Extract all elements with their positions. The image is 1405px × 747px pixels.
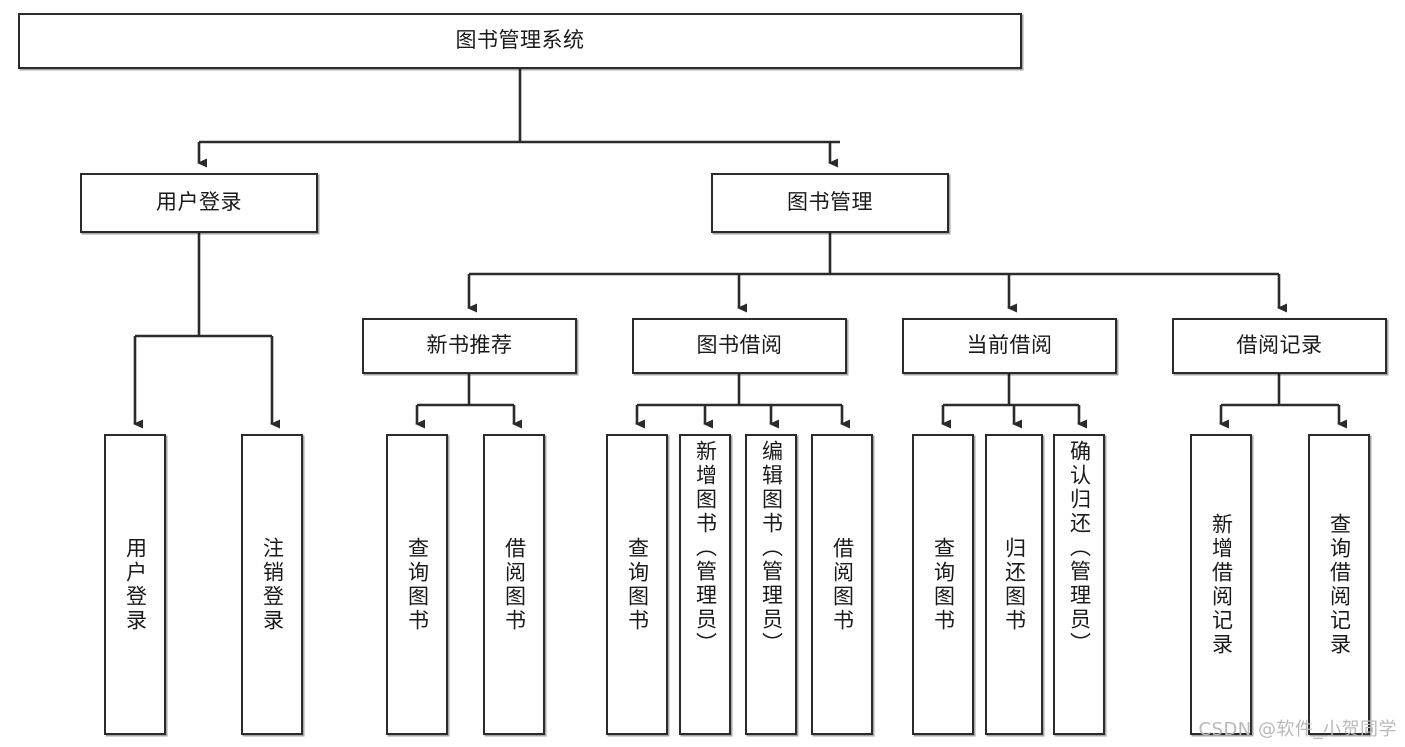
node-current-borrow[interactable]: 当前借阅 <box>902 318 1117 374</box>
node-root[interactable]: 图书管理系统 <box>18 13 1022 69</box>
leaf-query-book-borrow[interactable]: 查询图书 <box>606 434 668 735</box>
node-book-borrow-label: 图书借阅 <box>696 333 783 358</box>
leaf-user-login[interactable]: 用户登录 <box>104 434 166 735</box>
node-new-book-recommend-label: 新书推荐 <box>426 333 513 358</box>
leaf-logout-label: 注销登录 <box>260 536 285 633</box>
leaf-add-book-admin[interactable]: 新增图书（管理员） <box>679 434 731 735</box>
leaf-query-borrow-record[interactable]: 查询借阅记录 <box>1308 434 1370 735</box>
node-new-book-recommend[interactable]: 新书推荐 <box>362 318 577 374</box>
leaf-query-book-borrow-label: 查询图书 <box>625 536 650 633</box>
leaf-borrow-book-label: 借阅图书 <box>830 536 855 633</box>
leaf-query-book-newbook-label: 查询图书 <box>405 536 430 633</box>
leaf-return-book[interactable]: 归还图书 <box>985 434 1043 735</box>
leaf-user-login-label: 用户登录 <box>123 536 148 633</box>
node-user-login-label: 用户登录 <box>156 190 242 215</box>
leaf-return-book-label: 归还图书 <box>1002 536 1027 633</box>
leaf-edit-book-admin[interactable]: 编辑图书（管理员） <box>745 434 797 735</box>
leaf-confirm-return-admin[interactable]: 确认归还（管理员） <box>1053 434 1105 735</box>
node-book-borrow[interactable]: 图书借阅 <box>632 318 847 374</box>
leaf-borrow-book-newbook-label: 借阅图书 <box>502 536 527 633</box>
leaf-add-borrow-record[interactable]: 新增借阅记录 <box>1190 434 1252 735</box>
leaf-query-borrow-record-label: 查询借阅记录 <box>1327 512 1352 657</box>
leaf-logout[interactable]: 注销登录 <box>241 434 303 735</box>
node-root-label: 图书管理系统 <box>455 28 585 53</box>
node-user-login[interactable]: 用户登录 <box>80 173 318 233</box>
leaf-confirm-return-admin-label: 确认归还（管理员） <box>1067 440 1092 656</box>
node-current-borrow-label: 当前借阅 <box>966 333 1053 358</box>
leaf-add-book-admin-label: 新增图书（管理员） <box>693 440 718 656</box>
leaf-query-book-newbook[interactable]: 查询图书 <box>386 434 448 735</box>
leaf-borrow-book-newbook[interactable]: 借阅图书 <box>483 434 545 735</box>
node-borrow-record[interactable]: 借阅记录 <box>1172 318 1387 374</box>
leaf-query-book-current-label: 查询图书 <box>931 536 956 633</box>
leaf-query-book-current[interactable]: 查询图书 <box>912 434 974 735</box>
csdn-watermark: CSDN @软件_小贺同学 <box>1198 719 1397 740</box>
leaf-edit-book-admin-label: 编辑图书（管理员） <box>759 440 784 656</box>
node-borrow-record-label: 借阅记录 <box>1236 333 1323 358</box>
leaf-borrow-book[interactable]: 借阅图书 <box>811 434 873 735</box>
leaf-add-borrow-record-label: 新增借阅记录 <box>1209 512 1234 657</box>
node-book-manage[interactable]: 图书管理 <box>711 173 949 233</box>
node-book-manage-label: 图书管理 <box>787 190 873 215</box>
